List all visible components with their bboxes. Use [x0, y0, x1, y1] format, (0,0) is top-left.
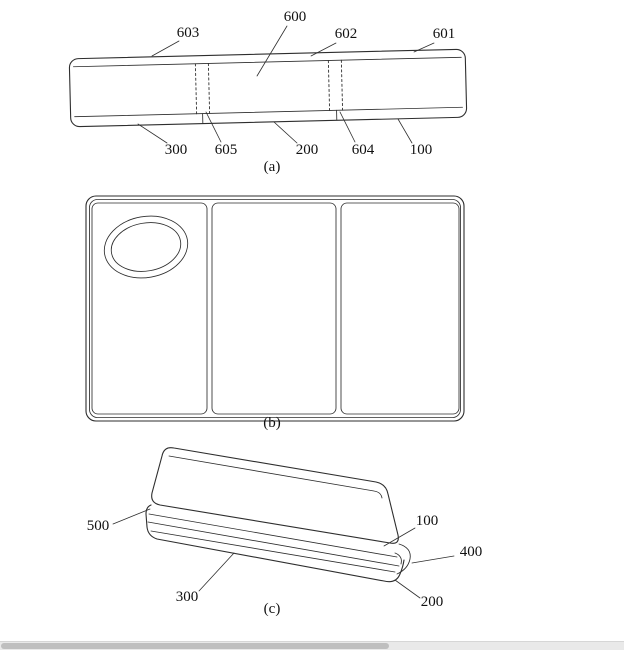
fold-region-605-dotted-right — [207, 62, 211, 114]
leader-line-605 — [205, 111, 222, 143]
leader-line-200a — [273, 121, 298, 144]
ref-label-601: 601 — [433, 26, 456, 42]
figure-b: (b) — [85, 195, 465, 431]
horizontal-scrollbar-thumb[interactable] — [1, 643, 389, 649]
ref-label-400: 400 — [460, 544, 483, 560]
leader-line-100a — [397, 118, 413, 144]
leader-line-400 — [411, 555, 455, 564]
ref-label-604: 604 — [352, 142, 375, 158]
leader-line-100c — [383, 527, 416, 547]
ref-label-603: 603 — [177, 25, 200, 41]
ref-label-602: 602 — [335, 26, 358, 42]
horizontal-scrollbar[interactable] — [0, 641, 624, 650]
ref-label-300c: 300 — [176, 589, 199, 605]
ref-label-100c: 100 — [416, 513, 439, 529]
camera-ring-outer — [103, 215, 189, 279]
leader-line-200c — [394, 579, 421, 599]
device-b-panel-left — [91, 202, 208, 415]
ref-label-100a: 100 — [410, 142, 433, 158]
camera-ring — [103, 215, 189, 279]
leader-line-601 — [413, 42, 435, 53]
device-a-body-outline — [68, 48, 468, 128]
device-c-hinge-inner-arc — [394, 552, 402, 565]
leader-line-603 — [151, 40, 180, 57]
device-c-layer-line-1 — [148, 513, 398, 558]
device-c-top-face-bezel-line — [168, 455, 383, 499]
ref-label-500: 500 — [87, 518, 110, 534]
ref-label-200c: 200 — [421, 594, 444, 610]
leader-line-600 — [256, 25, 288, 77]
fold-region-604-dotted-left — [327, 60, 331, 111]
leader-line-500 — [112, 508, 151, 525]
figure-c: 500 100 400 300 200 (c) — [87, 447, 483, 617]
ref-label-605: 605 — [215, 142, 238, 158]
leader-line-602 — [310, 42, 337, 57]
ref-label-200a: 200 — [296, 142, 319, 158]
figure-c-caption: (c) — [264, 601, 281, 617]
device-b-panel-middle — [211, 202, 337, 415]
figure-a-device — [68, 48, 468, 128]
leader-line-604 — [339, 111, 356, 143]
device-b-panel-right — [340, 202, 460, 415]
device-c-top-face — [151, 447, 399, 544]
device-b-outer-frame — [85, 195, 465, 422]
figure-b-caption: (b) — [263, 415, 281, 431]
fold-region-604-dotted-right — [340, 59, 344, 111]
device-a-bottom-edge-line — [74, 106, 463, 118]
leader-line-300c — [198, 552, 235, 592]
ref-label-300a: 300 — [165, 142, 188, 158]
figure-a: 600 603 602 601 300 605 200 604 100 (a) — [68, 9, 468, 175]
device-a-top-edge-line — [72, 56, 462, 68]
fold-region-605-dotted-left — [194, 63, 198, 115]
device-c-layer-line-3 — [150, 530, 396, 573]
figure-a-caption: (a) — [264, 159, 281, 175]
device-b-inner-frame — [89, 199, 461, 418]
device-c-hinge-outer-arc — [396, 543, 411, 575]
ref-label-600: 600 — [284, 9, 307, 25]
device-c-layer-line-2 — [147, 521, 400, 567]
camera-ring-inner — [110, 222, 182, 272]
leader-line-300a — [137, 123, 168, 144]
